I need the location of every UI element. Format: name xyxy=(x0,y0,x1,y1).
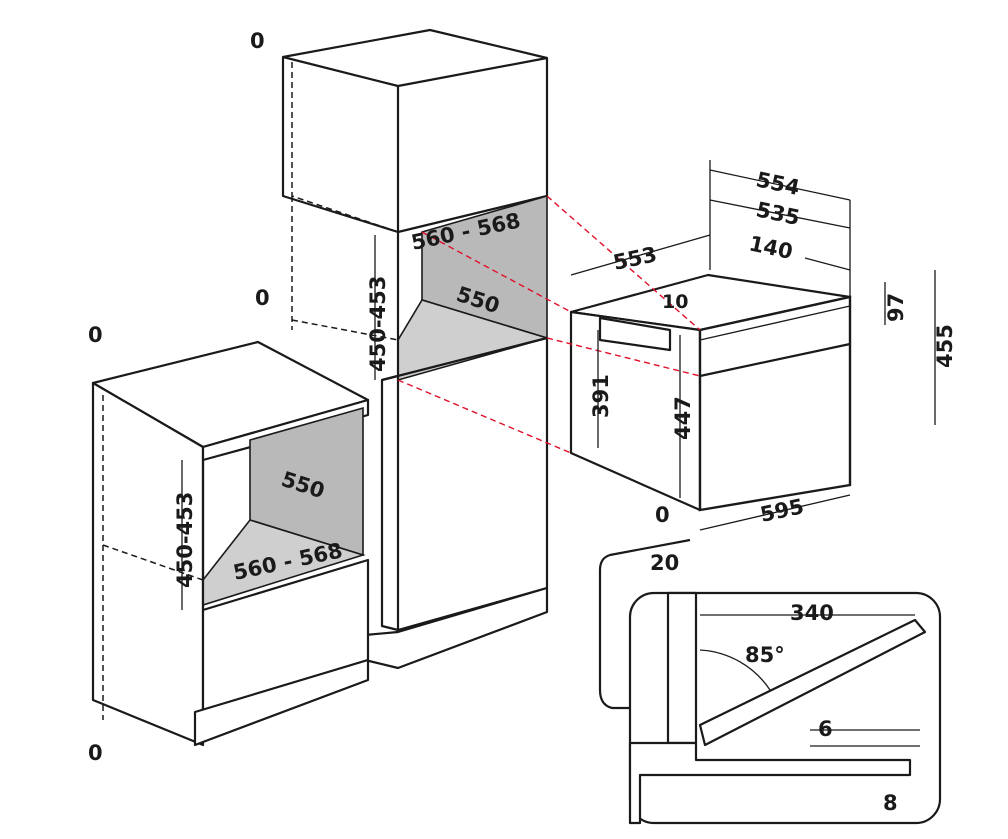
base-cabinet-side xyxy=(91,381,205,747)
tall-hidden-edge-lower xyxy=(291,319,399,341)
label-oven-bottom-clearance: 0 xyxy=(655,503,670,527)
label-oven-panel-height: 97 xyxy=(884,293,908,322)
door-detail-floor xyxy=(628,741,912,825)
door-detail-wall xyxy=(666,591,698,745)
label-door-gap: 6 xyxy=(818,717,833,741)
label-base-niche-height: 450-453 xyxy=(173,492,197,588)
label-base-top-clearance: 0 xyxy=(88,323,103,347)
label-oven-front-height: 447 xyxy=(671,396,695,440)
label-door-bottom-gap: 8 xyxy=(883,791,898,815)
projection-lines xyxy=(397,195,701,454)
label-base-bottom-clearance: 0 xyxy=(88,741,103,765)
base-hidden-edge xyxy=(102,544,204,581)
tall-niche-front-shelf xyxy=(381,336,548,382)
oven xyxy=(569,273,852,512)
tall-cabinet-lower-box xyxy=(380,336,549,632)
tall-cabinet-upper-box xyxy=(281,28,549,234)
door-detail-panel xyxy=(598,538,942,825)
label-oven-depth-total: 554 xyxy=(754,167,802,200)
oven-panel-top-line xyxy=(699,305,851,341)
dimension-lines xyxy=(181,160,936,610)
label-oven-side-depth: 553 xyxy=(611,242,659,275)
label-tall-niche-height: 450-453 xyxy=(366,276,390,372)
oven-side-notch xyxy=(598,316,672,352)
oven-front xyxy=(698,295,852,512)
base-cabinet-plinth xyxy=(193,658,370,747)
base-cabinet xyxy=(91,340,370,747)
label-door-open-angle: 85° xyxy=(745,643,785,667)
label-oven-depth-top: 140 xyxy=(747,231,795,264)
label-oven-total-height: 455 xyxy=(933,324,957,368)
label-oven-panel-offset: 10 xyxy=(662,291,688,313)
label-oven-depth-body: 535 xyxy=(754,197,802,230)
door-detail-frame xyxy=(628,591,942,825)
label-tall-side-clearance: 0 xyxy=(255,286,270,310)
tall-cabinet xyxy=(281,28,550,670)
label-tall-top-clearance: 0 xyxy=(250,29,265,53)
label-door-open-length: 340 xyxy=(790,601,834,625)
door-detail-door xyxy=(698,618,927,747)
label-oven-front-protrusion: 20 xyxy=(650,551,679,575)
oven-panel-line xyxy=(699,342,851,378)
label-oven-body-height: 391 xyxy=(589,374,613,418)
